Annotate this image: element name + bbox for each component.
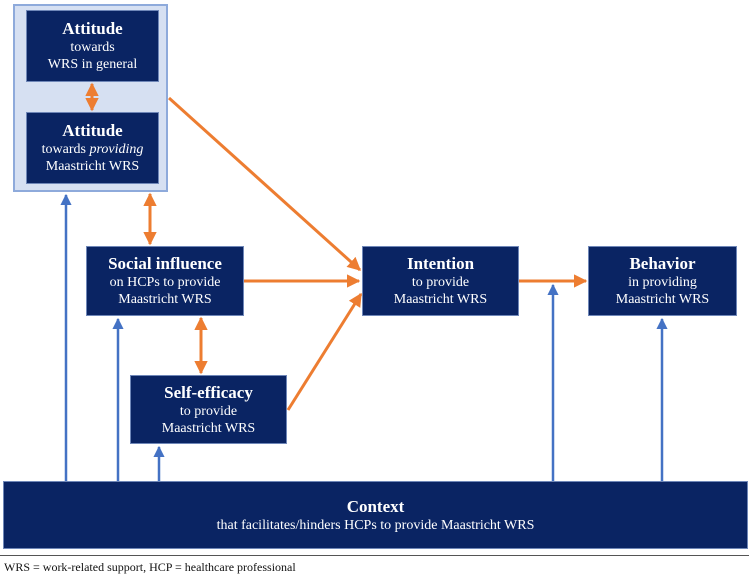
context-line1: that facilitates/hinders HCPs to provide… [216,517,535,533]
social-influence-box: Social influence on HCPs to provide Maas… [86,246,244,316]
arrow-attitude-intention [167,96,362,272]
intention-line1: to provide [411,275,470,290]
behavior-line1: in providing [628,275,697,290]
behavior-box: Behavior in providing Maastricht WRS [588,246,737,316]
attitude-general-line2: WRS in general [47,57,138,72]
attitude-providing-line1-pre: towards [41,142,90,157]
social-influence-line1: on HCPs to provide [109,275,221,290]
social-influence-line2: Maastricht WRS [118,292,212,307]
attitude-providing-line1: towards providing [27,141,158,158]
arrow-selfefficacy-intention [286,292,363,411]
attitude-general-title: Attitude [62,19,123,38]
self-efficacy-line2: Maastricht WRS [161,420,256,436]
intention-box: Intention to provide Maastricht WRS [362,246,519,316]
attitude-general-box: Attitude towards WRS in general [26,10,159,82]
intention-title: Intention [406,254,475,273]
context-box: Context that facilitates/hinders HCPs to… [3,481,748,549]
self-efficacy-box: Self-efficacy to provide Maastricht WRS [130,375,287,444]
self-efficacy-line1: to provide [179,403,238,419]
behavior-title: Behavior [629,254,696,273]
attitude-providing-line2: Maastricht WRS [45,159,140,174]
social-influence-title: Social influence [108,254,222,273]
context-title: Context [346,496,405,516]
attitude-providing-line1-em: providing [89,142,144,157]
attitude-general-line1: towards [70,40,115,55]
footnote: WRS = work-related support, HCP = health… [4,560,296,574]
intention-line2: Maastricht WRS [393,292,488,307]
attitude-providing-box: Attitude towards providing Maastricht WR… [26,112,159,184]
footnote-divider [0,555,749,556]
self-efficacy-title: Self-efficacy [164,382,253,402]
behavior-line2: Maastricht WRS [615,292,710,307]
attitude-providing-title: Attitude [62,121,123,140]
